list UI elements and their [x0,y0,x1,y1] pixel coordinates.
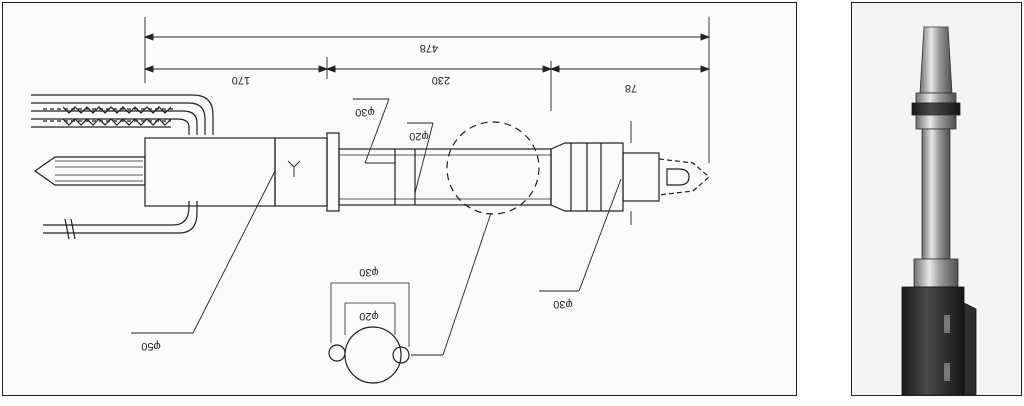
detail-circle [446,121,540,215]
dia-handle: φ50 [141,340,160,352]
collar [326,132,340,212]
leader-lines [131,98,622,356]
dim-middle-section: 230 [432,74,450,86]
dimension-lines [143,17,711,225]
dia-detail-inner: φ20 [359,310,378,322]
dim-overall-length: 478 [420,42,438,54]
handle-body [144,137,276,207]
cross-section-detail [328,282,410,384]
photo-handle [901,286,965,395]
photo-tube [921,128,951,260]
dia-front-body: φ30 [553,298,572,310]
nozzle [658,158,710,196]
product-photo-panel [851,2,1022,396]
dia-detail-outer: φ30 [359,266,378,278]
dia-body-upper: φ30 [355,106,374,118]
dia-neck: φ20 [409,130,428,142]
cable-bundle [31,94,214,135]
technical-drawing: 478 170 230 78 φ50 φ30 φ20 φ30 φ30 φ20 [31,17,711,384]
middle-tube [338,148,552,206]
lower-cable [43,201,198,240]
front-assembly [550,142,624,212]
technical-drawing-panel: 478 170 230 78 φ50 φ30 φ20 φ30 φ30 φ20 [2,2,797,396]
dim-front-section: 78 [625,82,637,94]
photo-nozzle [919,26,953,94]
dim-rear-section: 170 [232,74,250,86]
product-photo [901,26,977,395]
